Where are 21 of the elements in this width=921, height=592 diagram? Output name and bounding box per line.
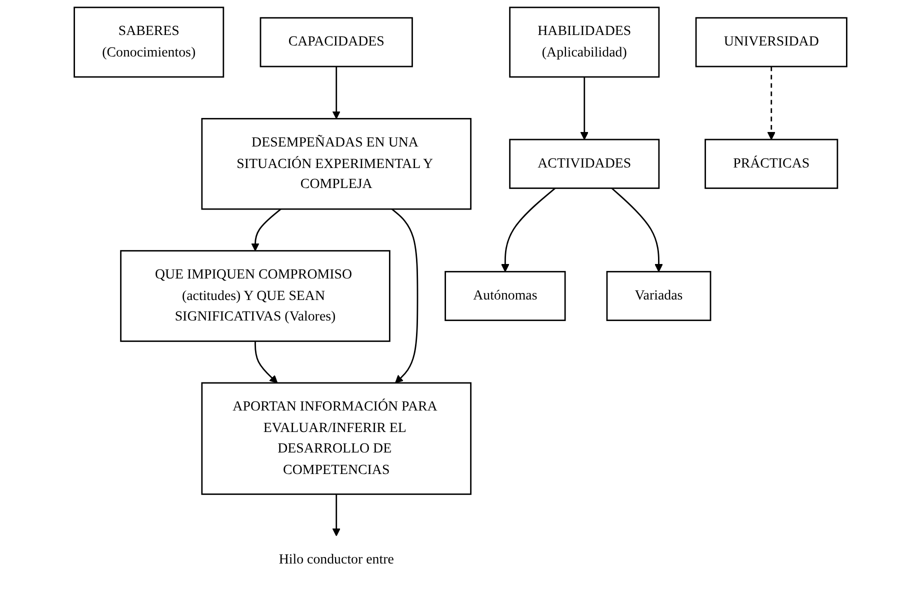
- node-box: APORTAN INFORMACIÓN PARA EVALUAR/INFERIR EL DESARROLLO DE COMPETENCIAS: [201, 382, 472, 495]
- node-box: Variadas: [606, 270, 712, 322]
- node-box: UNIVERSIDAD: [695, 17, 848, 68]
- arrow: [254, 341, 278, 384]
- node-box: Autónomas: [444, 270, 566, 322]
- node-box: HABILIDADES (Aplicabilidad): [509, 6, 660, 78]
- arrow: [332, 66, 340, 120]
- node-box: SABERES (Conocimientos): [74, 6, 224, 78]
- node-box: ACTIVIDADES: [509, 138, 660, 189]
- arrow: [501, 188, 556, 272]
- arrow: [611, 188, 663, 272]
- node-box: CAPACIDADES: [260, 17, 413, 68]
- arrow: [767, 66, 776, 140]
- node-text: Hilo conductor entre: [278, 552, 394, 568]
- arrow: [332, 494, 340, 536]
- arrow: [391, 208, 418, 384]
- node-box: QUE IMPIQUEN COMPROMISO (actitudes) Y QUE SEAN SIGNIFICATIVAS (Valores): [120, 250, 390, 342]
- arrow: [251, 208, 282, 252]
- arrow: [580, 76, 588, 140]
- node-box: PRÁCTICAS: [704, 138, 838, 189]
- node-box: DESEMPEÑADAS EN UNA SITUACIÓN EXPERIMENTAL Y COMPLEJA: [201, 118, 472, 210]
